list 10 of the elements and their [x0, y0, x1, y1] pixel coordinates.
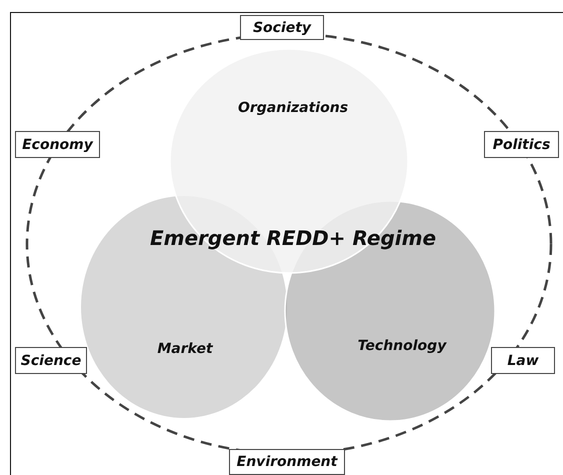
circle-label: Organizations	[238, 100, 348, 116]
topic-label: Society	[240, 15, 324, 40]
circle-label: Technology	[358, 338, 446, 354]
topic-label: Economy	[15, 131, 100, 158]
circle-label: Market	[157, 341, 213, 357]
center-title: Emergent REDD+ Regime	[150, 226, 436, 250]
topic-label: Politics	[484, 131, 559, 158]
topic-label: Environment	[229, 449, 345, 475]
topic-label: Science	[15, 347, 87, 374]
topic-label: Law	[491, 347, 555, 374]
